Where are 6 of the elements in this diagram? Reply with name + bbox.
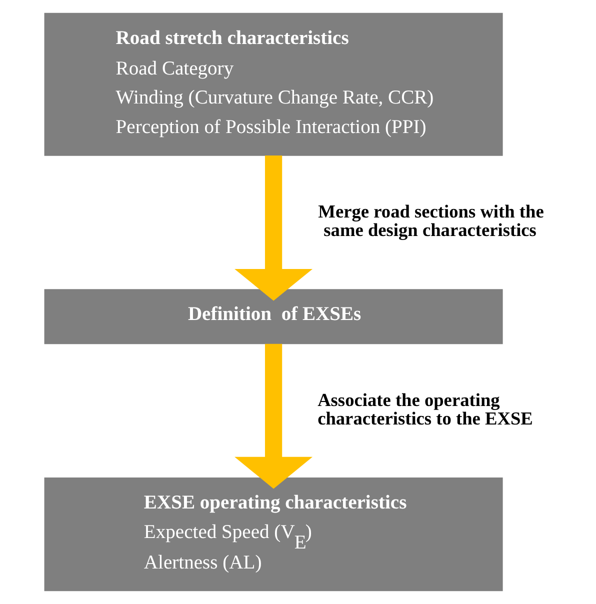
node-box: Road stretch characteristics Road Category Winding (Curvature Change Rate, CCR) Perception of Possible Interaction (PPI) <box>44 12 503 156</box>
arrow <box>234 155 313 301</box>
arrow <box>234 344 313 489</box>
edge-label: Associate the operating characteristics to the EXSE <box>318 390 533 428</box>
edge-label: Merge road sections with the same design characteristics <box>318 202 544 240</box>
node-box: Definition of EXSEs <box>44 289 503 344</box>
